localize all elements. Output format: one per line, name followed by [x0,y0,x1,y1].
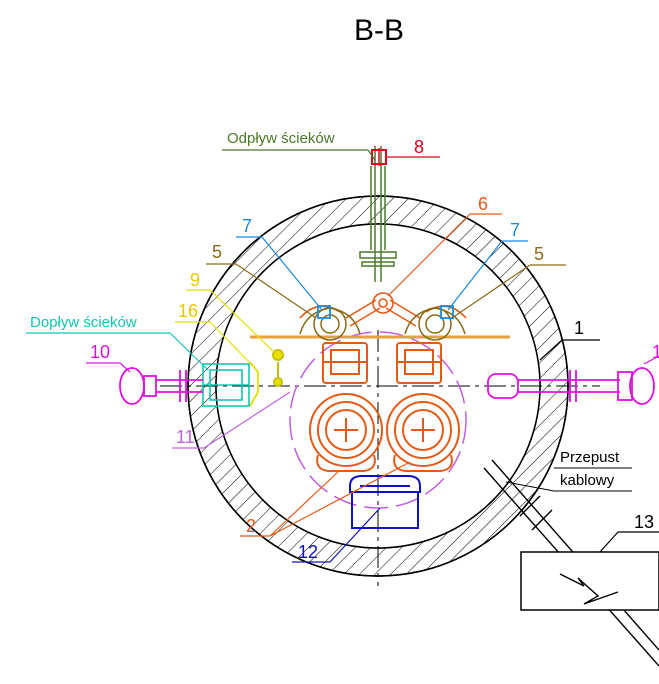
callout-2: 2 [246,516,256,536]
inflow-stub-left [119,367,203,405]
callout-5-right: 5 [534,244,544,264]
callout-13: 13 [634,512,654,532]
control-box-symbol [559,573,619,605]
section-title: B-B [354,14,404,47]
gate-valve-left [317,305,331,319]
gate-valve-right [440,305,454,319]
check-valve-right [404,307,466,341]
inflow-label: Dopływ ścieków [30,314,137,331]
callout-11: 11 [176,427,195,447]
pump-left [309,342,383,472]
pump-right [386,342,460,472]
callout-10-right: 1 [652,342,659,362]
pump-base [349,475,421,529]
callout-6: 6 [478,194,488,214]
outflow-pipe [359,146,397,282]
float-bracket [249,361,259,407]
callout-5-left: 5 [212,242,222,262]
inflow-pipe [202,363,250,407]
callout-9: 9 [190,270,200,290]
callout-16: 16 [178,301,198,321]
callout-8: 8 [414,137,424,157]
center-lines [160,330,600,586]
callout-7-right: 7 [510,220,520,240]
pump-zone-circle [289,331,467,509]
cable-passage-label-line2: kablowy [560,472,615,489]
inflow-stub-right [487,367,655,405]
cable-passage-label-line1: Przepust [560,449,620,466]
callout-10: 10 [90,342,110,362]
float-switch [272,349,284,387]
discharge-manifold [299,292,467,327]
callout-1: 1 [574,318,584,338]
outflow-label: Odpływ ścieków [227,130,335,147]
callout-12: 12 [298,542,318,562]
callout-7-left: 7 [242,216,252,236]
